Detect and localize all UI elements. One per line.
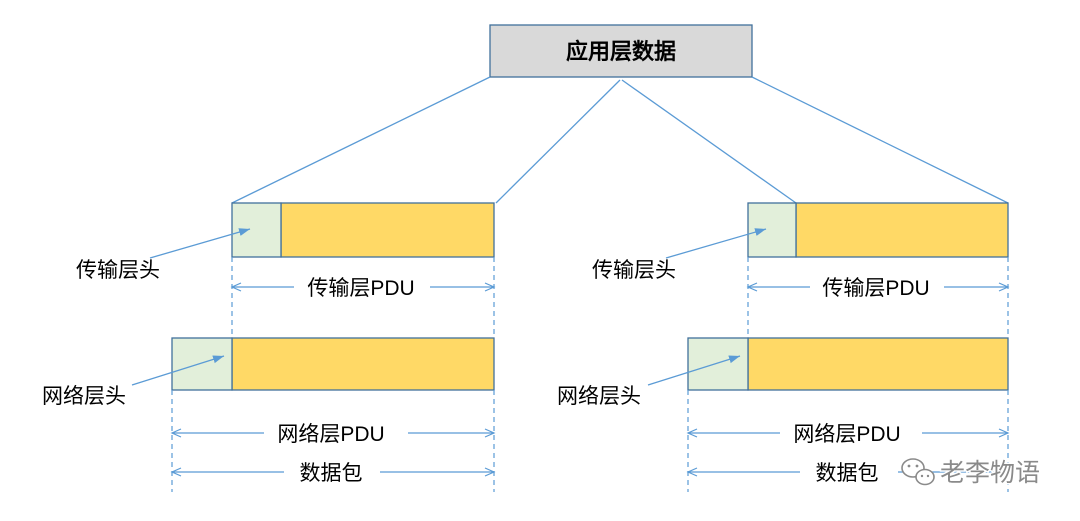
left-transport-header <box>231 202 282 258</box>
right-transport-header-label: 传输层头 <box>592 259 676 282</box>
left-network-payload <box>231 337 495 391</box>
watermark-text: 老李物语 <box>940 459 1040 487</box>
right-packet-label: 数据包 <box>816 462 879 485</box>
application-data-rect <box>489 24 753 78</box>
right-network-header <box>687 337 749 391</box>
right-network-header-pointer <box>647 355 741 386</box>
application-data-label: 应用层数据 <box>566 39 676 64</box>
right-network-header-label: 网络层头 <box>557 385 641 408</box>
left-network-pdu-label: 网络层PDU <box>277 423 384 446</box>
left-transport-pdu-label: 传输层PDU <box>307 277 414 300</box>
right-transport-header-pointer <box>665 228 767 259</box>
right-network-packet <box>687 337 1009 391</box>
right-transport-payload <box>795 202 1009 258</box>
right-transport-header <box>747 202 797 258</box>
left-transport-segment <box>231 202 495 258</box>
watermark: 老李物语 <box>901 458 1042 489</box>
left-network-header-label: 网络层头 <box>42 385 126 408</box>
right-network-pdu-label: 网络层PDU <box>793 423 900 446</box>
application-data-box: 应用层数据 <box>489 24 753 78</box>
connector-line-right-inner <box>621 79 797 204</box>
left-packet-label: 数据包 <box>300 462 363 485</box>
left-transport-header-label: 传输层头 <box>76 259 160 282</box>
left-transport-payload <box>280 202 495 258</box>
left-transport-header-pointer <box>149 228 251 259</box>
right-network-payload <box>747 337 1009 391</box>
left-network-header <box>171 337 233 391</box>
right-transport-segment <box>747 202 1009 258</box>
right-group: 传输层头 传输层PDU 网络层头 网络层PDU 数据包 <box>557 202 1010 492</box>
wechat-icon <box>901 458 935 486</box>
left-group: 传输层头 传输层PDU 网络层头 网络层PDU 数据包 <box>42 202 496 492</box>
left-network-header-pointer <box>131 355 225 386</box>
connector-line-left-outer <box>231 76 491 204</box>
connector-line-right-outer <box>751 76 1009 204</box>
left-network-packet <box>171 337 495 391</box>
right-transport-pdu-label: 传输层PDU <box>822 277 929 300</box>
connector-line-left-inner <box>495 79 621 204</box>
